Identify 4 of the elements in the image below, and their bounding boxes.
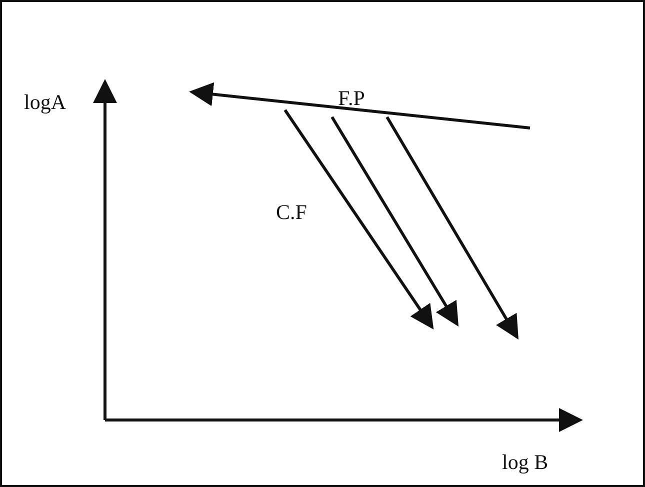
- axis-label: C.F: [276, 202, 307, 223]
- axis-label: logA: [24, 92, 66, 113]
- axis-label: log B: [502, 452, 548, 473]
- axis-label: F.P: [338, 88, 365, 109]
